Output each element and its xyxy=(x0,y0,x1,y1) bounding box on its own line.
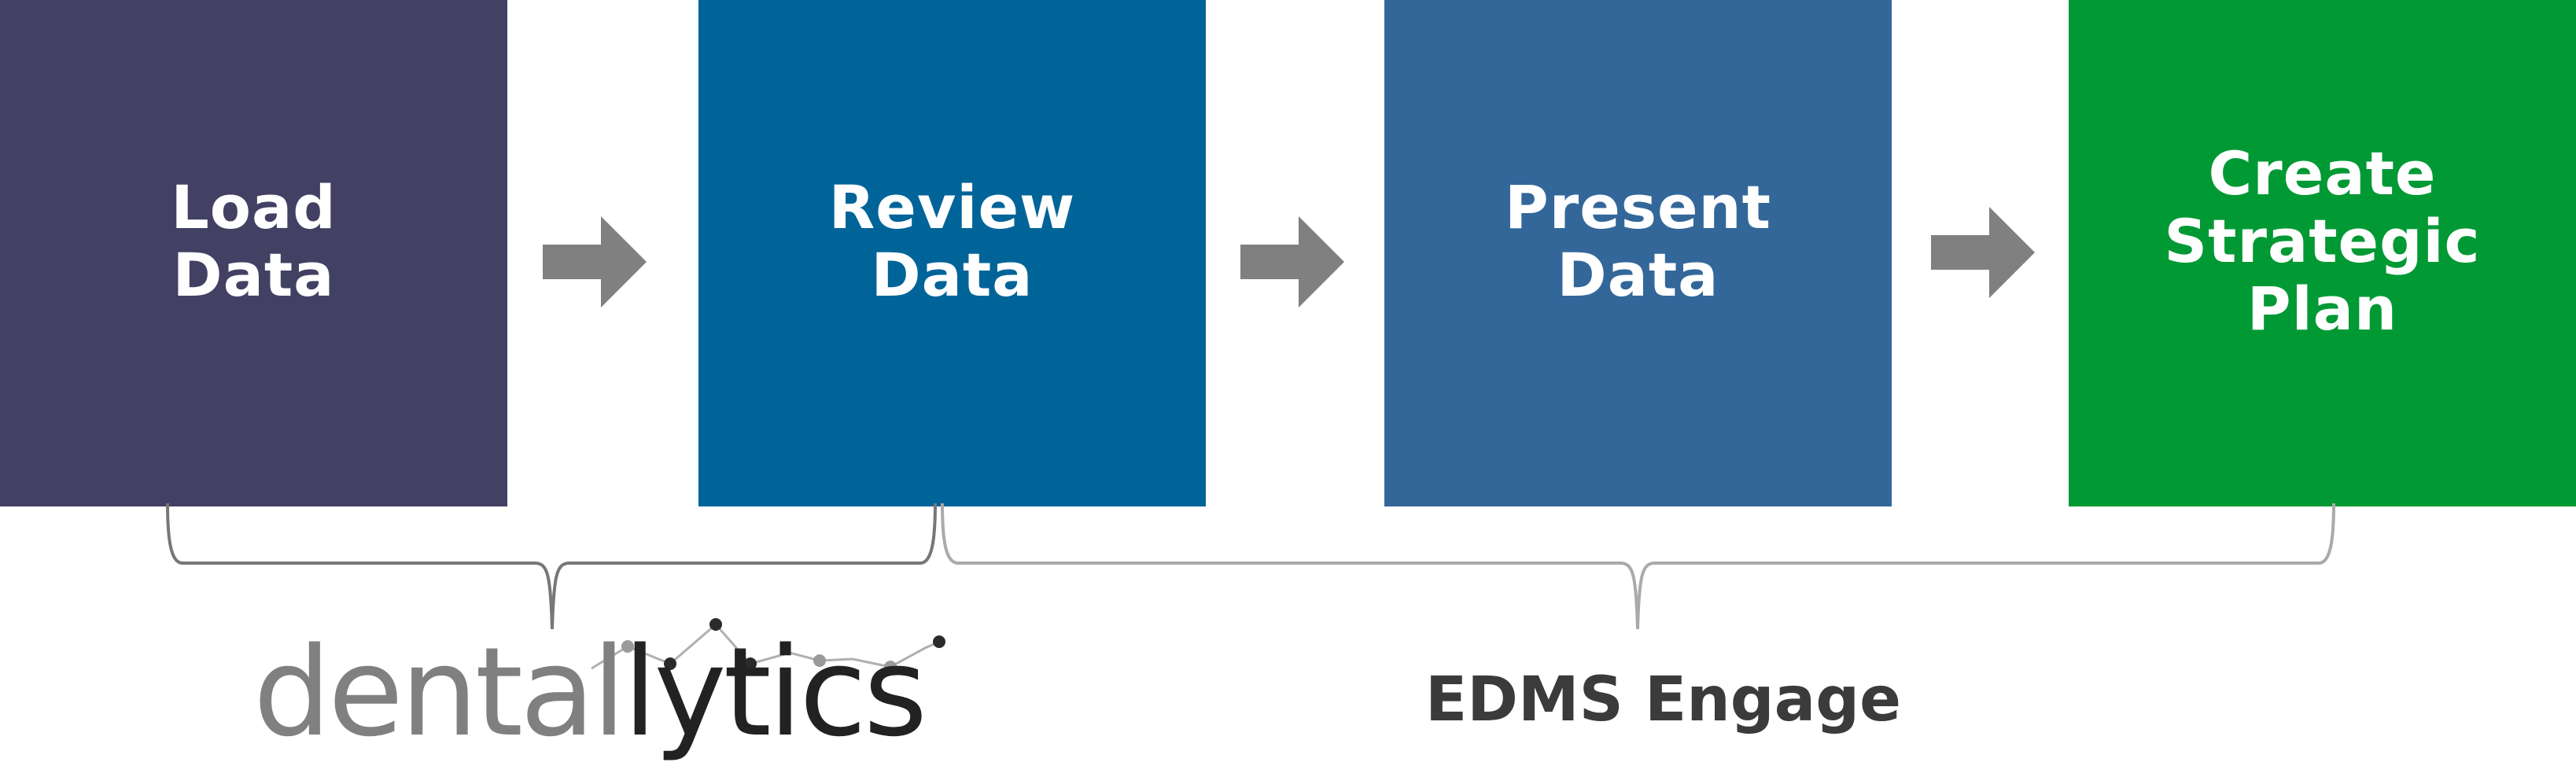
logo-dot xyxy=(709,618,722,631)
right-arrow-icon xyxy=(543,216,647,307)
step-load-data: Load Data xyxy=(0,0,507,506)
step-review-data: Review Data xyxy=(698,0,1206,506)
step-label-present-data: Present Data xyxy=(1505,172,1771,310)
logo-dot xyxy=(664,657,676,670)
logo-wordmark-dental: dental xyxy=(253,620,626,764)
arrow-shape xyxy=(1931,207,2035,298)
logo-dot xyxy=(884,661,897,673)
step-create-strategic-plan: Create Strategic Plan xyxy=(2069,0,2576,506)
step-label-create-strategic-plan: Create Strategic Plan xyxy=(2164,138,2481,344)
logo-dot xyxy=(744,657,757,670)
brace-dentallytics xyxy=(166,503,937,630)
logo-line-chart-icon xyxy=(591,618,945,673)
logo-dot xyxy=(933,635,945,648)
right-arrow-icon xyxy=(1931,207,2035,298)
edms-engage-label: EDMS Engage xyxy=(1425,665,1901,735)
step-label-load-data: Load Data xyxy=(171,172,337,310)
logo-dot xyxy=(621,640,634,653)
logo-wordmark: dentallytics xyxy=(253,629,927,755)
dentallytics-logo: dentallytics xyxy=(253,613,945,771)
brace-edms-engage xyxy=(941,503,2335,630)
logo-wordmark-lytics: lytics xyxy=(622,620,927,764)
logo-dot xyxy=(813,654,826,667)
step-present-data: Present Data xyxy=(1384,0,1892,506)
arrow-shape xyxy=(543,216,647,307)
logo-line xyxy=(591,622,940,670)
arrow-shape xyxy=(1240,216,1344,307)
right-arrow-icon xyxy=(1240,216,1344,307)
step-label-review-data: Review Data xyxy=(828,172,1076,310)
